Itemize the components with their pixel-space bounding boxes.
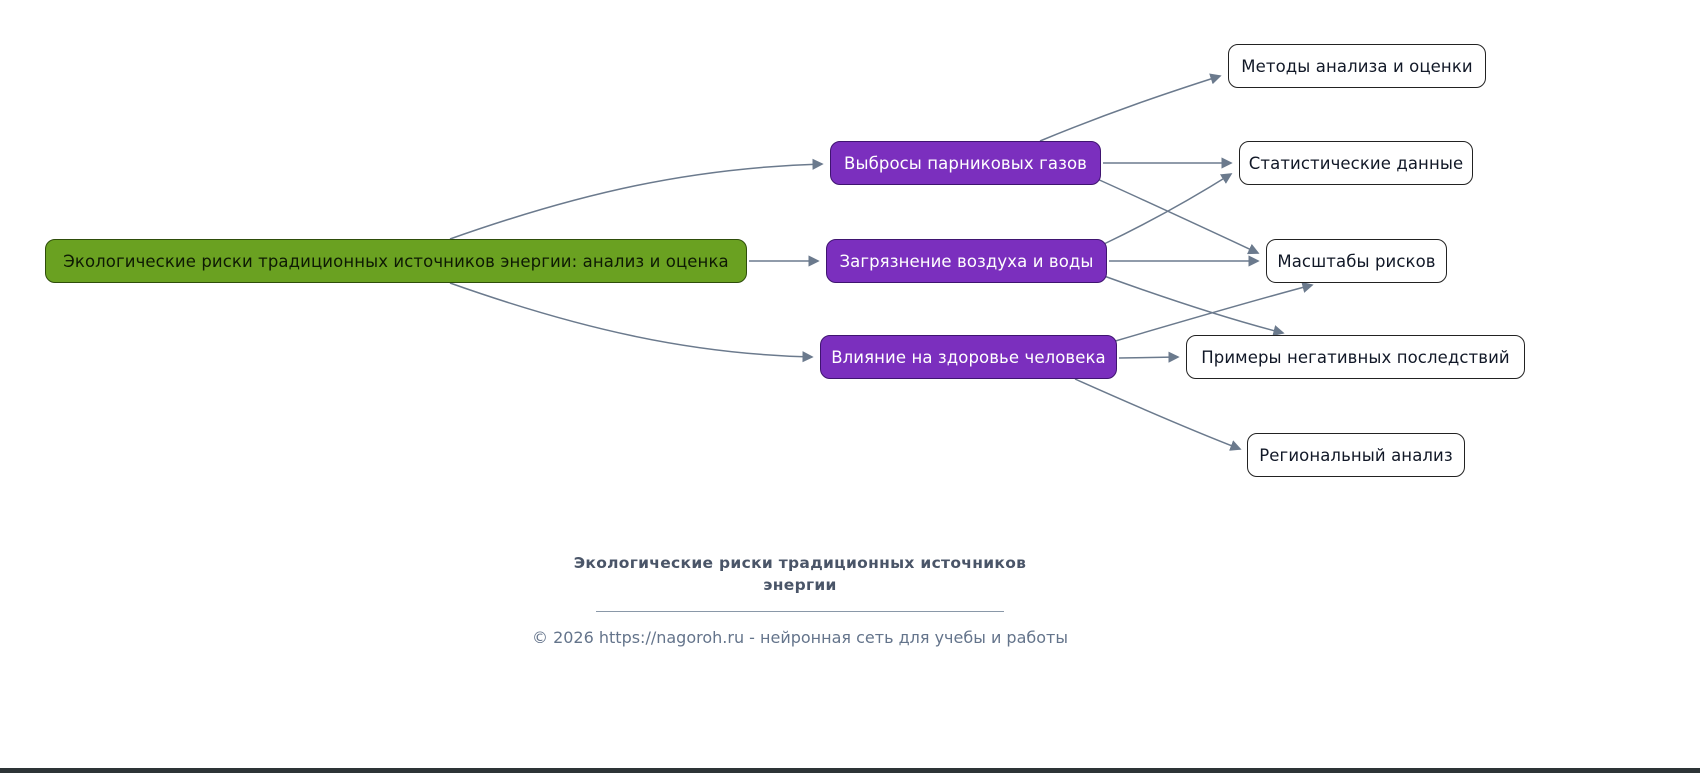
footer: Экологические риски традиционных источни… bbox=[400, 552, 1200, 647]
edge-health-scale bbox=[1111, 281, 1314, 343]
footer-title: Экологические риски традиционных источни… bbox=[400, 552, 1200, 597]
edge-health-examples bbox=[1118, 351, 1180, 363]
footer-copyright: © 2026 https://nagoroh.ru - нейронная се… bbox=[531, 627, 1068, 647]
node-leaf-statistics: Статистические данные bbox=[1239, 141, 1473, 185]
edge-health-regional bbox=[1074, 378, 1242, 451]
node-branch-pollution: Загрязнение воздуха и воды bbox=[826, 239, 1107, 283]
footer-title-line2: энергии bbox=[763, 576, 837, 595]
node-leaf-regional-analysis: Региональный анализ bbox=[1247, 433, 1465, 477]
edge-emissions-methods bbox=[1039, 73, 1222, 142]
footer-divider bbox=[596, 610, 1004, 612]
edge-root-emissions bbox=[449, 158, 824, 240]
window-bottom-edge bbox=[0, 768, 1700, 773]
node-branch-health: Влияние на здоровье человека bbox=[820, 335, 1117, 379]
edge-emissions-scale bbox=[1094, 177, 1260, 255]
node-leaf-methods: Методы анализа и оценки bbox=[1228, 44, 1486, 88]
edge-root-health bbox=[449, 282, 814, 363]
edge-pollution-stats bbox=[1103, 173, 1233, 245]
node-leaf-negative-examples: Примеры негативных последствий bbox=[1186, 335, 1525, 379]
node-branch-emissions: Выбросы парниковых газов bbox=[830, 141, 1101, 185]
edge-pollution-examples bbox=[1103, 275, 1285, 337]
node-leaf-risk-scale: Масштабы рисков bbox=[1266, 239, 1447, 283]
node-root-topic: Экологические риски традиционных источни… bbox=[45, 239, 747, 283]
footer-title-line1: Экологические риски традиционных источни… bbox=[573, 554, 1027, 572]
